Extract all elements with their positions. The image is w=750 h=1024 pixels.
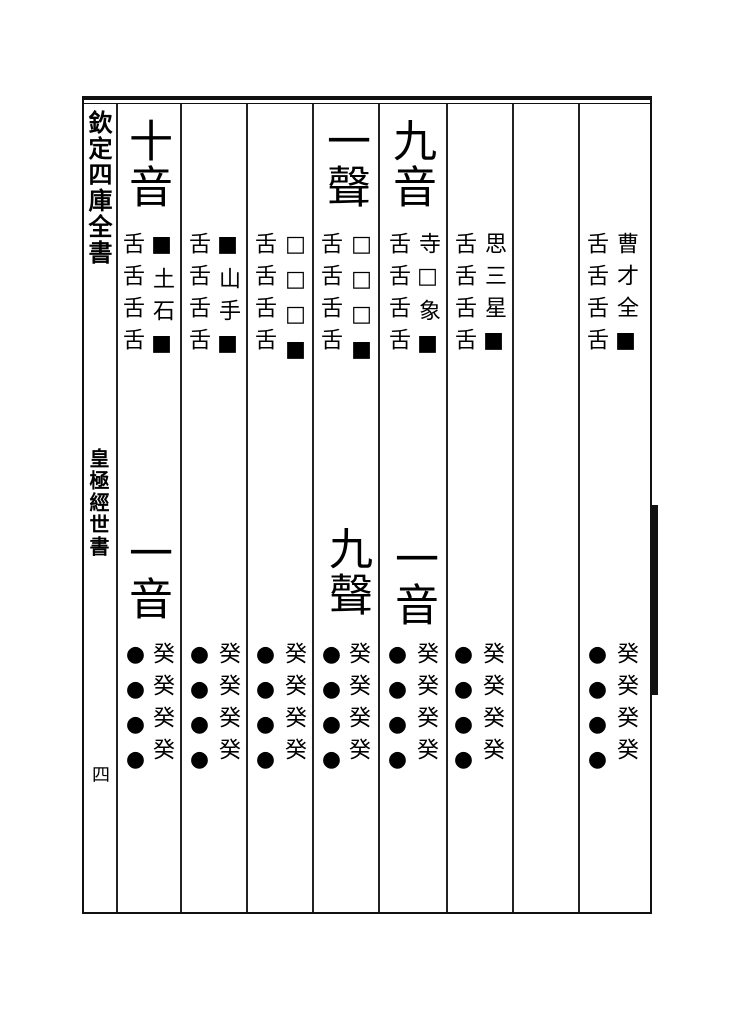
column-heading: 一音 xyxy=(121,530,172,622)
binding-edge xyxy=(650,505,658,695)
column-text: ●●●● xyxy=(187,642,212,782)
column-text: 舌舌舌舌 xyxy=(119,232,144,360)
collection-title: 欽定四庫全書 xyxy=(84,110,113,266)
column-text: 癸癸癸癸 xyxy=(413,642,438,770)
column-text: 舌舌舌舌 xyxy=(451,232,476,360)
column-divider xyxy=(312,104,314,912)
column-divider xyxy=(512,104,514,912)
column-text: ●●●● xyxy=(123,642,148,782)
column-text: 癸癸癸癸 xyxy=(215,642,240,770)
column-text: ■山手■ xyxy=(215,232,240,366)
column-divider xyxy=(378,104,380,912)
column-divider xyxy=(116,104,118,912)
column-text: ●●●● xyxy=(385,642,410,782)
column-text: 癸癸癸癸 xyxy=(613,642,638,770)
column-text: 思三星■ xyxy=(481,232,506,363)
column-text: ●●●● xyxy=(319,642,344,782)
top-border-inner xyxy=(82,103,652,104)
column-divider xyxy=(180,104,182,912)
column-divider xyxy=(246,104,248,912)
page-number: 四 xyxy=(89,765,110,783)
column-text: 舌舌舌舌 xyxy=(251,232,276,360)
column-text: 癸癸癸癸 xyxy=(479,642,504,770)
column-text: 舌舌舌舌 xyxy=(583,232,608,360)
column-text: 舌舌舌舌 xyxy=(185,232,210,360)
column-text: □□□■ xyxy=(283,232,308,372)
book-title: 皇極經世書 xyxy=(86,448,110,558)
column-divider xyxy=(578,104,580,912)
column-text: 舌舌舌舌 xyxy=(317,232,342,360)
column-text: ■土石■ xyxy=(149,232,174,366)
column-text: ●●●● xyxy=(451,642,476,782)
column-text: ●●●● xyxy=(585,642,610,782)
column-heading: 九音 xyxy=(385,118,436,210)
bottom-border xyxy=(82,912,652,914)
column-heading: 九聲 xyxy=(321,526,372,618)
column-text: 寺□象■ xyxy=(415,232,440,366)
column-text: 癸癸癸癸 xyxy=(281,642,306,770)
column-text: 舌舌舌舌 xyxy=(385,232,410,360)
column-text: 癸癸癸癸 xyxy=(345,642,370,770)
column-divider xyxy=(446,104,448,912)
column-heading: 一聲 xyxy=(319,118,370,210)
column-text: 癸癸癸癸 xyxy=(149,642,174,770)
column-text: 曹才全■ xyxy=(613,232,638,363)
left-border xyxy=(82,96,84,914)
column-text: □□□■ xyxy=(349,232,374,372)
top-border xyxy=(82,96,652,100)
column-text: ●●●● xyxy=(253,642,278,782)
column-heading: 一音 xyxy=(387,536,438,628)
column-heading: 十音 xyxy=(121,118,172,210)
